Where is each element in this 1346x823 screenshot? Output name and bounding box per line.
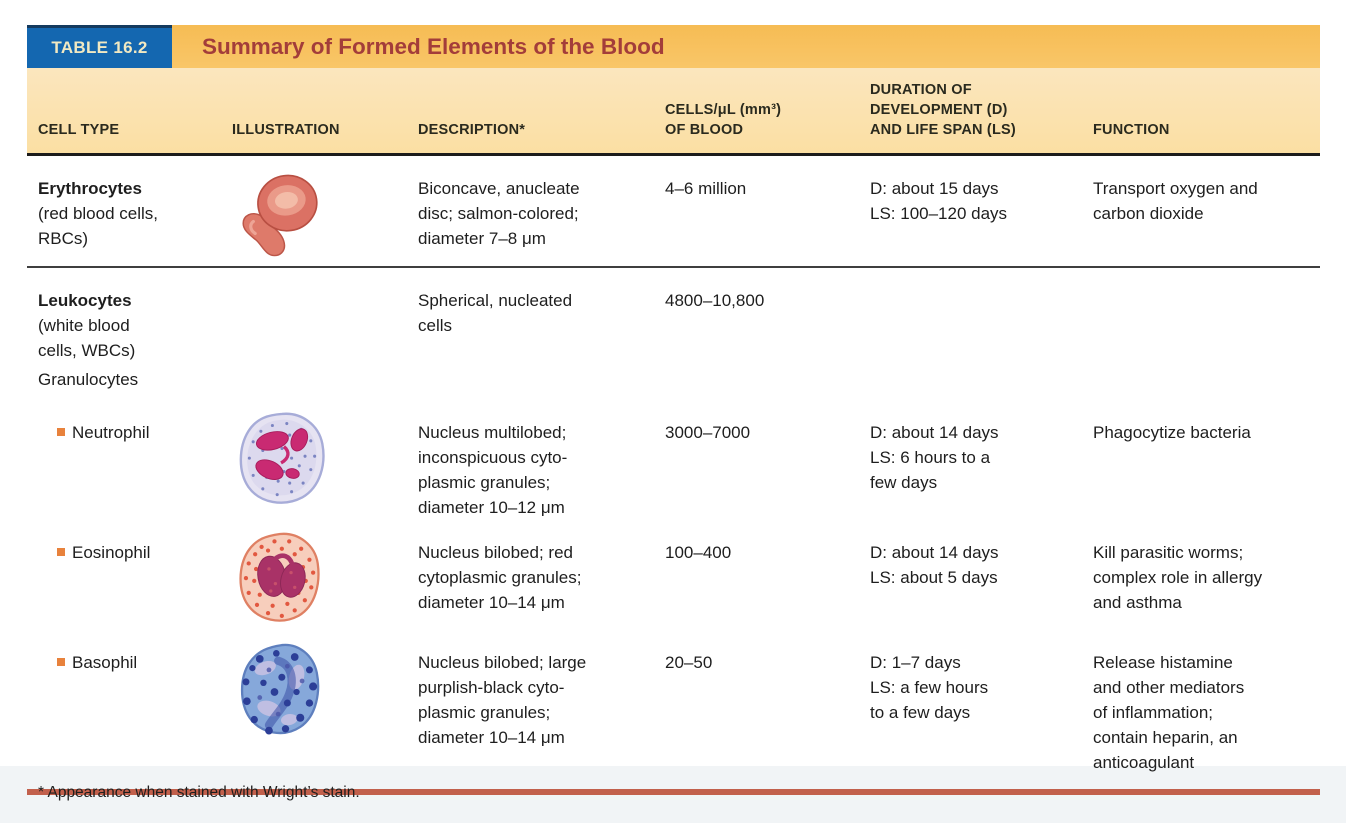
description-cell: Nucleus bilobed; red cytoplasmic granule… [418,543,582,612]
illustration-cell [232,520,418,630]
description-cell: Nucleus bilobed; large purplish-black cy… [418,653,587,747]
description-cell: Spherical, nucleated cells [418,291,573,335]
cell-type-name: Basophil [72,653,138,672]
duration-cell: D: about 14 days LS: about 5 days [870,543,999,587]
table-row-basophil: Basophil [27,630,1320,775]
table-title-bar: TABLE 16.2 Summary of Formed Elements of… [27,25,1320,68]
column-header-cell-type: CELL TYPE [38,122,120,138]
cell-type-subtext: (white blood cells, WBCs) [38,316,136,360]
table-title: Summary of Formed Elements of the Blood [172,25,1320,68]
cell-type-cell: Leukocytes (white blood cells, WBCs) [27,268,232,363]
column-header-illustration: ILLUSTRATION [232,122,340,138]
basophil-illustration [240,643,320,735]
cell-type-cell: Neutrophil [27,400,232,445]
cells-per-ul-cell: 100–400 [665,543,732,562]
illustration-cell [232,400,418,512]
cell-type-name: Erythrocytes [38,179,142,198]
function-cell: Release histamine and other mediators of… [1093,653,1245,772]
illustration-cell [232,156,418,266]
cell-type-subtext: (red blood cells, RBCs) [38,204,159,248]
description-cell: Biconcave, anucleate disc; salmon-colore… [418,179,580,248]
duration-cell: D: about 15 days LS: 100–120 days [870,179,1008,223]
column-header-function: FUNCTION [1093,122,1170,138]
orange-square-bullet-icon [57,658,65,666]
table-row-eosinophil: Eosinophil [27,520,1320,630]
column-header-row: CELL TYPE ILLUSTRATION DESCRIPTION* CELL… [27,68,1320,156]
table-row-leukocytes: Leukocytes (white blood cells, WBCs) Sph… [27,268,1320,364]
table-footnote: * Appearance when stained with Wright’s … [38,784,360,801]
duration-cell: D: 1–7 days LS: a few hours to a few day… [870,653,989,722]
bottom-red-rule [27,789,1320,795]
illustration-cell-empty [232,268,418,288]
eosinophil-illustration [239,532,320,622]
duration-cell: D: about 14 days LS: 6 hours to a few da… [870,423,999,492]
orange-square-bullet-icon [57,548,65,556]
cells-per-ul-cell: 4800–10,800 [665,291,765,310]
illustration-cell [232,630,418,744]
granulocytes-label: Granulocytes [38,370,139,389]
column-header-cells-per-ul: CELLS/μL (mm³) OF BLOOD [665,102,782,138]
description-cell: Nucleus multilobed; inconspicuous cyto- … [418,423,568,517]
cell-type-name: Leukocytes [38,291,132,310]
granulocytes-subheader-row: Granulocytes [27,364,1320,400]
table-row-erythrocytes: Erythrocytes (red blood cells, RBCs) Bic… [27,156,1320,268]
orange-square-bullet-icon [57,428,65,436]
cells-per-ul-cell: 20–50 [665,653,713,672]
cell-type-cell: Eosinophil [27,520,232,565]
function-cell [1093,268,1320,288]
cell-type-name: Neutrophil [72,423,150,442]
cells-per-ul-cell: 3000–7000 [665,423,751,442]
neutrophil-illustration [239,412,325,504]
cells-per-ul-cell: 4–6 million [665,179,747,198]
erythrocyte-illustration [242,174,318,257]
table-row-neutrophil: Neutrophil [27,400,1320,520]
column-header-duration: DURATION OF DEVELOPMENT (D) AND LIFE SPA… [870,82,1016,138]
column-header-description: DESCRIPTION* [418,122,526,138]
function-cell: Kill parasitic worms; complex role in al… [1093,543,1263,612]
function-cell: Phagocytize bacteria [1093,423,1251,442]
cell-type-name: Eosinophil [72,543,151,562]
cell-type-cell: Erythrocytes (red blood cells, RBCs) [27,156,232,251]
function-cell: Transport oxygen and carbon dioxide [1093,179,1258,223]
table-number-badge: TABLE 16.2 [27,25,172,68]
cell-type-cell: Basophil [27,630,232,675]
duration-cell [870,268,1093,288]
blood-elements-table-figure: TABLE 16.2 Summary of Formed Elements of… [27,25,1320,795]
